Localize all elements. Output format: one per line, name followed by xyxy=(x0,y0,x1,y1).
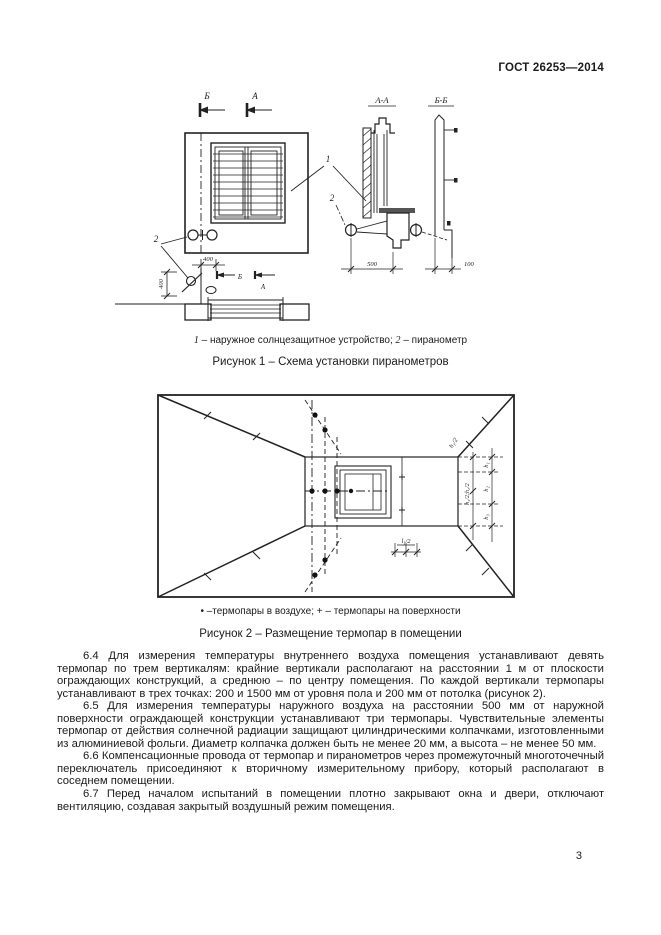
height-dimensions: h₁/2 h₁ h₂ h₃ h₃/2;h₂/2 xyxy=(448,436,503,542)
surface-thermocouple-marks xyxy=(203,411,490,581)
window-section xyxy=(371,117,395,213)
svg-text:Б: Б xyxy=(203,91,210,101)
page-number: 3 xyxy=(575,850,582,862)
svg-text:2: 2 xyxy=(330,193,335,203)
svg-text:400: 400 xyxy=(203,256,214,263)
callout-1: 1 xyxy=(290,154,367,202)
section-view-aa: А-А xyxy=(330,95,448,274)
figure1-caption: 1 – наружное солнцезащитное устройство; … xyxy=(193,335,468,346)
callout-2-left: 2 xyxy=(154,234,189,279)
section-view-bb: Б-Б 100 xyxy=(425,95,475,274)
svg-text:2: 2 xyxy=(154,234,159,244)
svg-text:h₃: h₃ xyxy=(483,514,490,520)
figure2-title: Рисунок 2 – Размещение термопар в помеще… xyxy=(199,628,462,640)
svg-text:h₁: h₁ xyxy=(483,462,490,468)
callout-2-section: 2 xyxy=(330,193,346,226)
dim-400-vertical: 400 xyxy=(158,268,177,300)
figure1-drawing: Б А xyxy=(115,91,475,321)
paragraph-6-7: 6.7 Перед началом испытаний в помещении … xyxy=(57,788,604,813)
pyranometer-pair-elevation xyxy=(187,229,218,241)
svg-text:А-А: А-А xyxy=(374,95,389,105)
far-wall-window xyxy=(334,465,392,519)
svg-text:h₁/2: h₁/2 xyxy=(448,436,460,449)
svg-text:h₃/2;h₂/2: h₃/2;h₂/2 xyxy=(465,483,471,505)
pyranometer-plan xyxy=(181,268,217,304)
bracket-and-pyranometers xyxy=(344,208,448,249)
paragraph-6-4: 6.4 Для измерения температуры внутреннег… xyxy=(57,650,604,700)
body-text: 6.4 Для измерения температуры внутреннег… xyxy=(57,650,604,813)
svg-text:1: 1 xyxy=(326,154,331,164)
svg-text:А: А xyxy=(260,283,266,291)
air-thermocouple-dots xyxy=(309,412,354,578)
svg-text:Б: Б xyxy=(237,273,242,281)
svg-text:500: 500 xyxy=(367,261,378,268)
svg-text:100: 100 xyxy=(464,261,475,268)
doc-number: ГОСТ 26253—2014 xyxy=(498,62,604,74)
figure1-title: Рисунок 1 – Схема установки пиранометров xyxy=(212,356,449,368)
section-mark-b-top: Б xyxy=(198,91,225,117)
svg-text:l₁/2: l₁/2 xyxy=(401,538,411,545)
facade-elevation xyxy=(184,132,309,254)
solar-device-section xyxy=(362,127,372,219)
wall-measure-line xyxy=(399,457,405,526)
figure2-drawing: h₁/2 h₁ h₂ h₃ h₃/2;h₂/2 l₁/2 xyxy=(157,394,515,598)
wall-plan-bar xyxy=(115,297,310,321)
svg-text:А: А xyxy=(251,91,258,101)
width-dimension: l₁/2 xyxy=(391,538,421,557)
dim-500: 500 xyxy=(341,238,403,274)
room-perspective xyxy=(157,394,515,598)
svg-text:400: 400 xyxy=(158,278,165,289)
section-mark-a-top: А xyxy=(245,91,272,117)
plan-view: 400 400 Б xyxy=(115,256,310,321)
section-mark-b-plan: Б xyxy=(215,271,242,281)
svg-text:h₂: h₂ xyxy=(483,486,490,492)
air-thermocouple-lines xyxy=(304,399,387,593)
window-louvers xyxy=(210,142,286,224)
section-mark-a-plan: А xyxy=(253,271,275,291)
figure2-caption: • –термопары в воздухе; + – термопары на… xyxy=(200,606,461,617)
svg-text:Б-Б: Б-Б xyxy=(434,95,448,105)
dim-100: 100 xyxy=(425,238,475,274)
dim-400-horizontal: 400 xyxy=(192,256,225,271)
paragraph-6-5: 6.5 Для измерения температуры наружного … xyxy=(57,700,604,750)
paragraph-6-6: 6.6 Компенсационные провода от термопар … xyxy=(57,750,604,788)
